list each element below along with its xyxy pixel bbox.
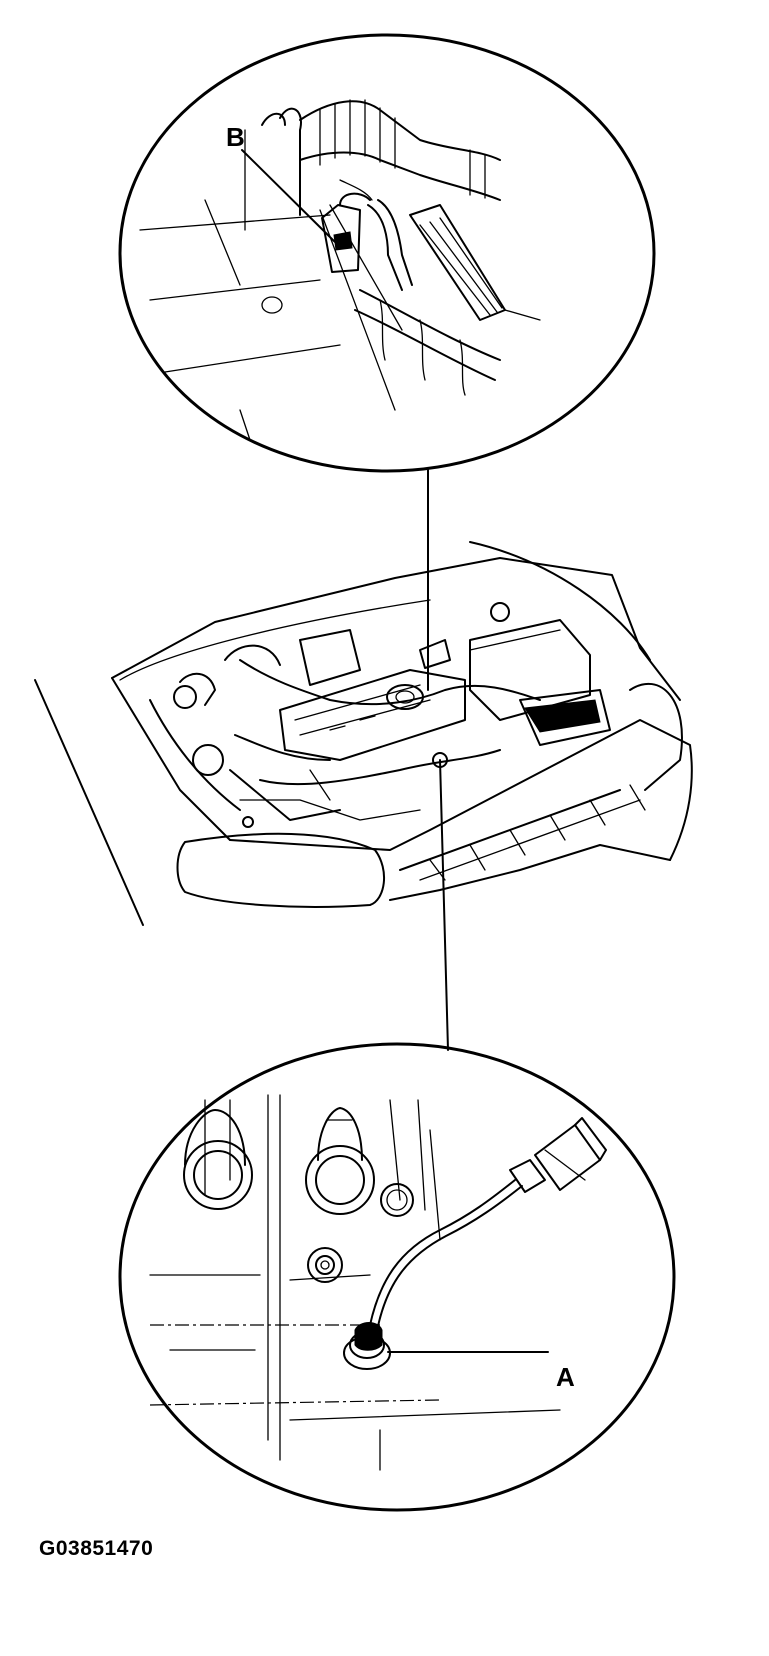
- callout-label-a: A: [556, 1362, 575, 1392]
- callout-label-b: B: [226, 122, 245, 152]
- leader-line-b: [241, 149, 336, 243]
- detail-circle-bottom: [118, 1042, 676, 1512]
- figure-id: G03851470: [39, 1537, 154, 1560]
- connector-line-bottom: [439, 759, 449, 1051]
- engine-bay-view: [34, 541, 693, 926]
- detail-circle-top: [118, 33, 656, 473]
